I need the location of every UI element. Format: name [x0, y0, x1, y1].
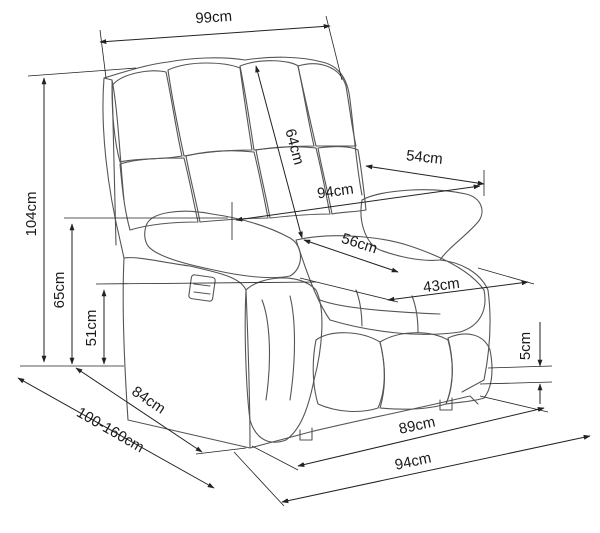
recline-handle-grip	[193, 283, 211, 295]
back-cushion-mid-left	[119, 157, 199, 231]
back-cushion-top-mid2	[239, 60, 315, 151]
back-cushion-mid-right	[317, 146, 367, 215]
footrest-cushion-right	[445, 333, 493, 405]
label-seat-depth: 56cm	[339, 230, 379, 258]
dim-line-width-top	[99, 23, 331, 45]
label-total-height: 104cm	[23, 191, 40, 236]
chair-back-outline	[102, 56, 363, 259]
dimension-labels: 99cm 64cm 54cm 94cm 56cm 43cm 104cm 65cm…	[23, 8, 534, 474]
seat-cushion-front	[319, 289, 441, 333]
label-armrest-depth: 54cm	[405, 147, 443, 168]
label-leg-height: 5cm	[517, 332, 534, 360]
recline-handle	[188, 274, 216, 302]
label-front-width: 89cm	[397, 413, 436, 437]
left-armrest-cushion	[144, 210, 302, 279]
front-arm-pad	[244, 277, 323, 443]
label-inner-width: 94cm	[316, 181, 355, 203]
dim-line-seat-width	[387, 280, 529, 302]
label-depth-reclined: 100-160cm	[74, 404, 147, 456]
dim-line-inner-width	[235, 184, 481, 222]
label-arm-height: 65cm	[51, 272, 68, 309]
label-depth: 84cm	[129, 383, 169, 418]
footrest-cushion-left	[312, 332, 385, 413]
left-arm-body	[122, 257, 251, 449]
dim-line-total-width	[281, 434, 591, 504]
dim-line-seat-depth	[303, 239, 399, 273]
recliner-chair-drawing	[102, 56, 493, 449]
dimension-lines	[17, 15, 591, 507]
footrest-cushion-mid	[379, 332, 453, 410]
label-width-top: 99cm	[195, 8, 233, 28]
label-total-width: 94cm	[393, 449, 432, 473]
dim-line-depth-reclined	[17, 377, 215, 489]
back-cushion-top-right	[297, 63, 357, 147]
dim-line-armrest-depth	[365, 164, 485, 186]
back-cushion-top-left	[111, 70, 183, 163]
label-seat-height: 51cm	[83, 310, 100, 347]
label-seat-width: 43cm	[422, 275, 460, 296]
back-cushion-top-mid1	[167, 62, 253, 157]
front-arm-pad-seam	[261, 295, 296, 401]
back-cushion-mid-mid1	[185, 150, 269, 223]
